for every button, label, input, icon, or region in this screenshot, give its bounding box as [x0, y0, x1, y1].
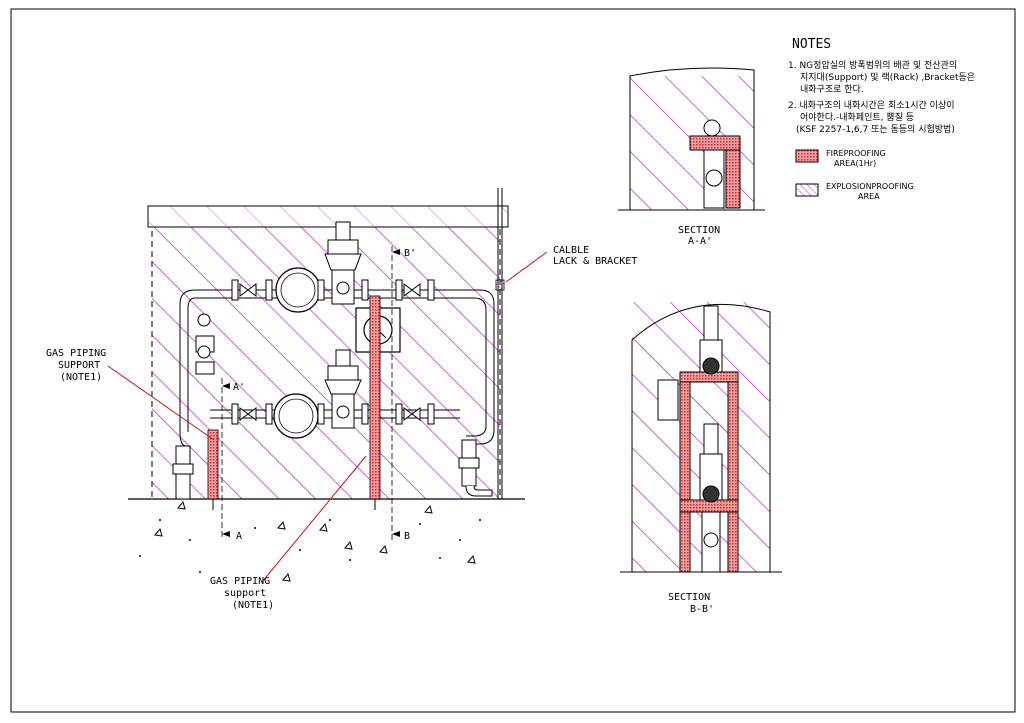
sheet-border [10, 8, 1016, 713]
lower-filter [273, 393, 319, 439]
note2-line3: (KSF 2257-1,6,7 또는 동등의 시험방법) [796, 124, 955, 135]
section-aa: SECTION A-A' [618, 67, 765, 247]
gas-support-center [369, 295, 381, 500]
gas-label-left-l2: SUPPORT [58, 360, 100, 371]
fireproof-legend-swatch [795, 149, 819, 163]
drop-valves [172, 439, 493, 500]
gas-support-left [207, 429, 219, 500]
gas-label-left-l1: GAS PIPING [46, 348, 106, 359]
section-aa-title-l1: SECTION [678, 225, 720, 236]
section-a-label: A [236, 531, 242, 542]
ground-speckle [139, 500, 481, 582]
section-bb-title-l2: B-B' [690, 604, 714, 615]
cable-bracket [495, 279, 505, 291]
fireproof-legend-l1: FIREPROOFING [826, 149, 886, 158]
section-b-label: B [404, 531, 410, 542]
explosion-legend-swatch [795, 183, 819, 197]
note1-line1: 1. NG정압실의 방폭범위의 배관 및 전산관의 [788, 59, 957, 71]
fireproof-legend-l2: AREA(1Hr) [834, 159, 876, 168]
upper-line-valves [231, 279, 435, 301]
lower-line-valves [231, 403, 435, 425]
notes-title: NOTES [792, 37, 831, 52]
note1-line2: 지지대(Support) 및 랙(Rack) ,Bracket등은 [800, 71, 975, 83]
gas-label-bottom-l3: (NOTE1) [232, 600, 274, 611]
upper-filter [275, 267, 321, 313]
explosion-legend-l1: EXPLOSIONPROOFING [826, 182, 914, 191]
section-b-prime-label: B' [404, 248, 416, 259]
note2-line2: 어야한다.-내화페인트, 뿜칠 등 [800, 112, 914, 123]
note1-line3: 내화구조로 한다. [800, 84, 864, 95]
notes-block: NOTES 1. NG정압실의 방폭범위의 배관 및 전산관의 지지대(Supp… [788, 37, 975, 201]
cable-label-l1: CALBLE [553, 245, 589, 256]
cable-label-l2: LACK & BRACKET [553, 256, 637, 267]
section-bb: SECTION B-B' [620, 302, 782, 615]
left-gauge-assembly [195, 313, 215, 375]
upper-regulator [324, 221, 362, 305]
gas-label-bottom-l2: support [224, 588, 266, 599]
main-elevation: A' A B' B [107, 188, 548, 583]
section-a-prime-label: A' [233, 382, 245, 393]
gas-label-left-l3: (NOTE1) [60, 372, 102, 383]
gas-label-bottom-l1: GAS PIPING [210, 576, 270, 587]
lower-regulator [324, 349, 362, 429]
section-bb-title-l1: SECTION [668, 592, 710, 603]
section-aa-title-l2: A-A' [688, 236, 712, 247]
explosion-legend-l2: AREA [858, 192, 880, 201]
note2-line1: 2. 내화구조의 내화시간은 최소1시간 이상이 [788, 100, 955, 111]
